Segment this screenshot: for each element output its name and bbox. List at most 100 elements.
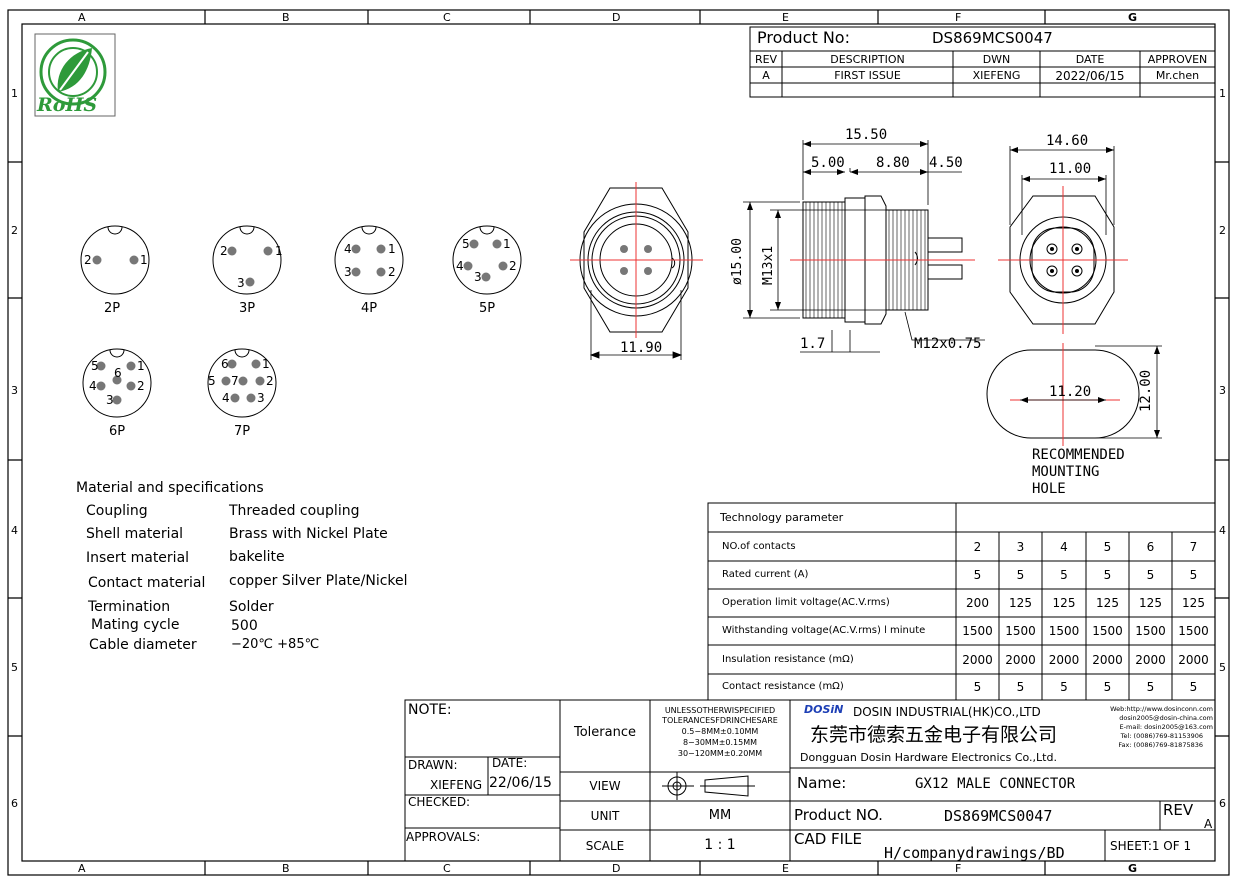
row-label-5: 5: [11, 661, 18, 674]
row-label-3: 3: [11, 384, 18, 397]
mounting-hole: [986, 349, 1140, 439]
view-label: VIEW: [589, 779, 621, 793]
pin-7p-7: 7: [231, 374, 239, 388]
pin-7p-5: 5: [208, 374, 216, 388]
pin-5p-1: 1: [503, 237, 511, 251]
cad-value: H/companydrawings/BD: [884, 844, 1065, 862]
dim-side-thread: M13x1: [761, 245, 776, 285]
tech-title: Technology parameter: [720, 511, 844, 524]
dim-side-b: 8.80: [876, 155, 910, 171]
tech-cell: 1500: [1092, 624, 1123, 638]
dim-rear-outer: 14.60: [1046, 133, 1089, 149]
materials-title: Material and specifications: [76, 480, 264, 496]
dim-side-a: 5.00: [811, 155, 845, 171]
pin-7p-1: 1: [262, 357, 270, 371]
materials-key-mating: Mating cycle: [91, 617, 180, 633]
col-label-d: D: [612, 11, 621, 24]
tolerance-line-1: UNLESSOTHERWISPECIFIED: [664, 706, 776, 715]
col-label-f-bottom: F: [955, 862, 962, 875]
pin-7p-4: 4: [222, 391, 230, 405]
pin-6p-4: 4: [89, 379, 97, 393]
contact-email-1: dosin2005@dosin-china.com: [1119, 714, 1213, 722]
tech-cell: 1500: [1005, 624, 1036, 638]
tech-cell: 125: [1009, 596, 1032, 610]
name-value: GX12 MALE CONNECTOR: [915, 776, 1076, 792]
col-label-d-bottom: D: [612, 862, 621, 875]
pin-7p-6: 6: [221, 357, 229, 371]
rev-header-rev: REV: [754, 53, 778, 66]
hole-caption-1: RECOMMENDED: [1032, 447, 1125, 463]
materials-value-insert: bakelite: [229, 549, 285, 565]
row-label-3-right: 3: [1219, 384, 1226, 397]
pin-7p-2: 2: [266, 374, 274, 388]
pin-4p-label: 4P: [360, 301, 378, 316]
drawn-by: XIEFENG: [430, 778, 483, 792]
col-label-b-bottom: B: [282, 862, 290, 875]
rev-row-date: 2022/06/15: [1055, 69, 1125, 83]
col-label-g-bottom: G: [1128, 862, 1138, 875]
product-label: Product NO.: [794, 806, 883, 824]
title-block-grid: [404, 699, 1216, 862]
company-en: DOSIN INDUSTRIAL(HK)CO.,LTD: [853, 705, 1041, 719]
name-label: Name:: [797, 774, 847, 792]
tech-cell: 5: [973, 680, 982, 694]
tolerance-line-2: TOLERANCESFDRINCHESARE: [662, 716, 778, 725]
drawn-date: 22/06/15: [489, 775, 552, 791]
dim-front-width: 11.90: [620, 340, 663, 356]
tech-cell: 5: [1016, 568, 1025, 582]
col-label-a-bottom: A: [78, 862, 86, 875]
row-label-2: 2: [11, 224, 18, 237]
col-label-g: G: [1128, 11, 1138, 24]
rev-header-dwn: DWN: [982, 53, 1011, 66]
tech-cell: 2000: [1005, 652, 1036, 667]
rohs-logo: [34, 33, 116, 117]
tech-cell: 125: [1139, 596, 1162, 610]
rev-header-date: DATE: [1075, 53, 1105, 66]
pin-5p-label: 5P: [478, 301, 496, 316]
rev-value: A: [1204, 817, 1213, 831]
cad-label: CAD FILE: [794, 830, 862, 848]
pin-5p-5: 5: [462, 237, 470, 251]
pin-layouts-graphic: [80, 225, 522, 418]
rev-row-approven: Mr.chen: [1155, 69, 1200, 82]
pin-4p-2: 2: [388, 265, 396, 279]
contact-email-2: E-mail: dosin2005@163.com: [1119, 723, 1213, 731]
tech-cell: 5: [1103, 539, 1112, 554]
tech-cell: 1500: [1048, 624, 1080, 638]
pin-3p-1: 1: [275, 244, 283, 258]
pin-4p-4: 4: [344, 242, 352, 256]
tech-cell: 2000: [1135, 652, 1166, 667]
pin-6p-2: 2: [137, 379, 145, 393]
col-label-f: F: [955, 11, 962, 24]
tolerance-line-4: 8−30MM±0.15MM: [682, 738, 758, 747]
sheet-label: SHEET:1 OF 1: [1110, 839, 1192, 853]
tech-cell: 5: [973, 568, 982, 582]
tech-row-label: Rated current (A): [722, 569, 809, 580]
dim-rear-inner: 11.00: [1049, 161, 1092, 177]
tech-cell: 7: [1189, 539, 1198, 554]
tech-row-label: Withstanding voltage(AC.V.rms) l minute: [722, 625, 926, 636]
tech-cell: 2000: [1092, 652, 1123, 667]
tech-cell: 125: [1052, 596, 1076, 610]
materials-value-termination: Solder: [229, 599, 274, 615]
rev-header-approven: APPROVEN: [1147, 53, 1208, 66]
tech-cell: 1500: [1178, 624, 1209, 638]
tech-cell: 5: [1060, 568, 1068, 582]
row-label-6-right: 6: [1219, 797, 1226, 810]
pin-6p-label: 6P: [108, 424, 126, 439]
pin-5p-3: 3: [474, 270, 482, 284]
materials-key-coupling: Coupling: [86, 503, 148, 519]
pin-2p-label: 2P: [103, 301, 121, 316]
materials-value-shell: Brass with Nickel Plate: [229, 526, 388, 542]
col-label-e: E: [782, 11, 789, 24]
company-en2: Dongguan Dosin Hardware Electronics Co.,…: [800, 751, 1057, 764]
hole-caption-3: HOLE: [1032, 481, 1066, 497]
tech-row-label: Insulation resistance (mΩ): [722, 653, 854, 665]
dim-side-total: 15.50: [845, 127, 888, 143]
tech-row-label: Contact resistance (mΩ): [722, 681, 844, 692]
pin-5p-4: 4: [456, 259, 464, 273]
tech-row-label: Operation limit voltage(AC.V.rms): [722, 597, 890, 608]
tech-cell: 2000: [1178, 652, 1209, 667]
col-label-a: A: [78, 11, 86, 24]
